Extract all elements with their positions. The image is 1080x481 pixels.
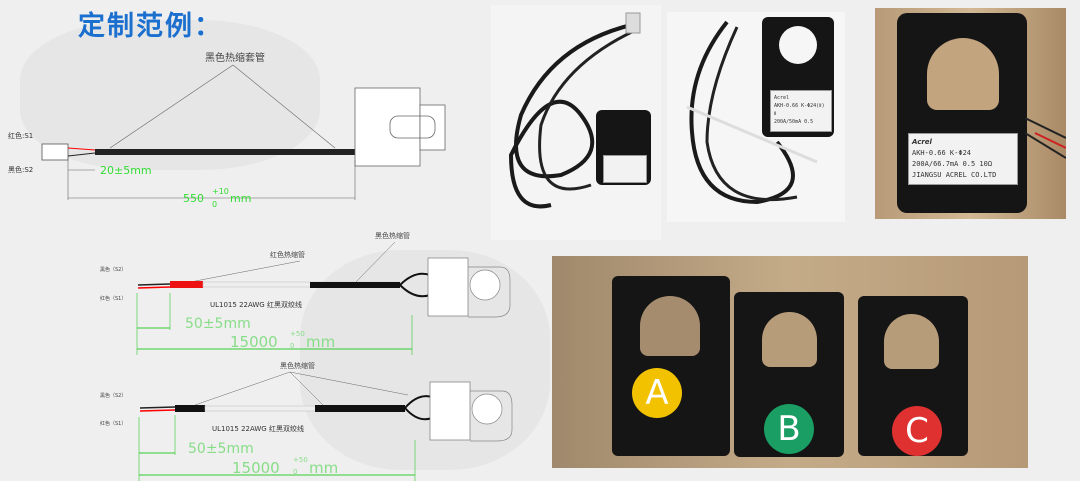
label-model: AKH-0.66 K-Φ24 [912,149,972,157]
connector [41,143,69,161]
drawing-black-sleeve-cable: 黑色热缩管 黑色（S2） 红色（S1） UL1015 22AWG 红黑双绞线 5… [100,361,513,481]
cable-spec: UL1015 22AWG 红黑双绞线 [212,424,304,433]
ct-sensor [427,257,469,317]
photo-ct-three-phase: A B C [552,256,1028,468]
red-wire-label: 红色（S1） [100,295,126,302]
phase-a-badge: A [632,368,682,418]
strip-dimension: 50±5mm [188,441,254,457]
length-tolerance-plus: +50 [293,456,308,464]
label-rating: 200A/50mA 0.5 [774,119,814,125]
photo-ct-closeup: Acrel AKH-0.66 K-Φ24 200A/66.7mA 0.5 10Ω J… [875,8,1066,219]
phase-b-badge: B [764,404,814,454]
red-wire-label: 红色:S1 [8,131,33,140]
red-wire-label: 红色（S1） [100,420,126,427]
page-title: 定制范例： [78,11,223,42]
label-model: AKH-0.66 K-Φ24(Ⅱ) Ⅱ [774,103,825,117]
label-brand: Acrel [774,95,790,101]
red-sleeve-label: 红色热缩管 [270,250,305,259]
ct-sensor [429,381,471,441]
length-dimension: 550 [183,192,204,205]
label-rating: 200A/66.7mA 0.5 10Ω [912,160,993,168]
drawing-short-cable: 黑色热缩套管 红色:S1 黑色:S2 20±5mm 550 +10 0 mm [8,51,446,209]
black-sleeve-label: 黑色热缩管 [375,231,410,240]
length-unit: mm [309,459,338,477]
black-wire-label: 黑色:S2 [8,165,33,174]
phase-c-badge: C [892,406,942,456]
strip-dimension: 50±5mm [185,316,251,332]
label-brand: Acrel [912,138,932,146]
length-dimension: 15000 [232,459,280,477]
length-tolerance-minus: 0 [290,342,294,350]
drawing-red-sleeve-cable: 红色热缩管 黑色热缩管 黑色（S2） 红色（S1） UL1015 22AWG 红… [100,231,511,355]
sleeve-label: 黑色热缩套管 [205,51,265,64]
length-unit: mm [230,192,251,205]
photo-ct-short-lead [491,5,661,240]
product-label: Acrel AKH-0.66 K-Φ24 200A/66.7mA 0.5 10Ω J… [908,133,1018,185]
cable-spec: UL1015 22AWG 红黑双绞线 [210,300,302,309]
length-tolerance-plus: +50 [290,330,305,338]
length-tolerance-minus: 0 [293,468,297,476]
length-tolerance-plus: +10 [212,187,229,196]
black-sleeve-label: 黑色热缩管 [280,361,315,370]
length-tolerance-minus: 0 [212,200,217,209]
length-dimension: 15000 [230,333,278,351]
ct-sensor [354,87,421,167]
length-unit: mm [306,333,335,351]
strip-dimension: 20±5mm [100,164,152,177]
black-sleeve-cable [95,149,355,155]
black-wire-label: 黑色（S2） [100,266,126,273]
label-company: JIANGSU ACREL CO.LTD [912,171,997,179]
black-wire-label: 黑色（S2） [100,392,126,399]
